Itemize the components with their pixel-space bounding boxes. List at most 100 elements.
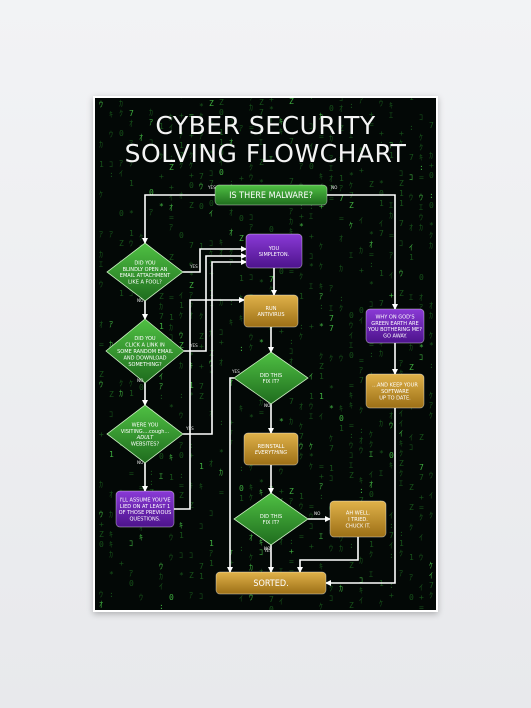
rain-glyph: ｴ	[329, 164, 333, 173]
rain-glyph: +	[99, 430, 104, 439]
rain-glyph: ｹ	[249, 98, 253, 102]
rain-glyph: ｹ	[249, 493, 253, 502]
rain-glyph: *	[269, 105, 274, 114]
decision-diamond	[106, 404, 184, 464]
node-text-line: LIED ON AT LEAST 1	[120, 504, 170, 510]
rain-glyph: ｷ	[279, 117, 283, 126]
rain-glyph: *	[319, 322, 324, 331]
rain-glyph: ｴ	[159, 472, 163, 481]
rain-glyph: ｳ	[299, 442, 303, 451]
rain-glyph: 0	[309, 162, 314, 171]
rain-glyph: =	[259, 408, 264, 417]
rain-glyph: ｹ	[419, 133, 423, 142]
rain-glyph: +	[359, 166, 364, 175]
rain-glyph: 0	[239, 484, 244, 493]
rain-glyph: ｸ	[119, 109, 123, 118]
rain-glyph: 7	[199, 172, 204, 181]
rain-glyph: ｴ	[349, 131, 353, 140]
edge-label-no: NO	[137, 378, 144, 384]
rain-glyph: =	[219, 488, 224, 497]
rain-glyph: :	[419, 163, 424, 172]
rain-glyph: +	[199, 362, 204, 371]
rain-glyph: Z	[179, 491, 184, 500]
node-text-line: OF THOSE PREVIOUS	[119, 510, 172, 516]
rain-glyph: ｵ	[329, 174, 333, 183]
rain-glyph: ｶ	[119, 389, 123, 398]
rain-glyph: ｺ	[229, 118, 233, 127]
rain-glyph: +	[99, 520, 104, 529]
rain-glyph: 0	[119, 209, 124, 218]
rain-glyph: ｹ	[329, 434, 333, 443]
rain-glyph: ｶ	[429, 311, 433, 320]
rain-glyph: ｷ	[279, 127, 283, 136]
rain-glyph: =	[189, 111, 194, 120]
flow-connectors	[142, 194, 398, 586]
rain-glyph: *	[219, 448, 224, 457]
rain-glyph: ｵ	[99, 600, 103, 609]
rain-glyph: 0	[129, 579, 134, 588]
rain-glyph: ｳ	[109, 130, 113, 139]
node-text-line: GREEN EARTH ARE	[371, 321, 418, 327]
rain-glyph: :	[369, 260, 374, 269]
rain-glyph: ｹ	[349, 181, 353, 190]
rain-glyph: ｺ	[199, 592, 203, 601]
rain-glyph: Z	[409, 363, 414, 372]
rain-glyph: 1	[189, 381, 194, 390]
rain-glyph: ｺ	[109, 410, 113, 419]
rain-glyph: *	[169, 403, 174, 412]
rain-glyph: ｵ	[299, 402, 303, 411]
rain-glyph: 1	[159, 322, 164, 331]
rain-glyph: ｶ	[339, 584, 343, 593]
rain-glyph: ｲ	[399, 429, 403, 438]
rain-glyph: ｹ	[249, 343, 253, 352]
node-text-line: WEBSITES?	[131, 442, 160, 448]
rain-glyph: ｳ	[309, 512, 313, 521]
rain-glyph: Z	[379, 609, 384, 610]
rain-glyph: ｶ	[259, 398, 263, 407]
rain-glyph: ｱ	[149, 118, 153, 127]
rain-glyph: :	[219, 418, 224, 427]
rain-glyph: ｳ	[209, 359, 213, 368]
rain-glyph: Z	[239, 234, 244, 243]
rain-glyph: Z	[189, 571, 194, 580]
decision-diamond	[233, 492, 309, 546]
rain-glyph: ｲ	[219, 158, 223, 167]
node-text-line: CLICK A LINK IN	[125, 343, 165, 349]
rain-glyph: ｳ	[329, 544, 333, 553]
rain-glyph: ｵ	[339, 234, 343, 243]
rain-glyph: ｸ	[299, 272, 303, 281]
rain-glyph: Z	[349, 201, 354, 210]
rain-glyph: :	[169, 153, 174, 162]
rain-glyph: :	[149, 478, 154, 487]
rain-glyph: 7	[129, 109, 134, 118]
rain-glyph: ｹ	[179, 311, 183, 320]
connector-arrow	[297, 537, 359, 573]
rain-glyph: ｱ	[429, 401, 433, 410]
rain-glyph: ｲ	[319, 412, 323, 421]
rain-glyph: +	[119, 559, 124, 568]
rain-glyph: :	[359, 486, 364, 495]
rain-glyph: ｶ	[339, 544, 343, 553]
rain-glyph: 7	[339, 194, 344, 203]
edge-label-yes: YES	[208, 185, 216, 191]
rain-glyph: ｲ	[359, 216, 363, 225]
node-text-line: FIX IT?	[263, 520, 280, 526]
connector-arrow	[142, 194, 216, 244]
rain-glyph: Z	[159, 292, 164, 301]
rain-glyph: *	[329, 404, 334, 413]
rain-glyph: Z	[369, 180, 374, 189]
rain-glyph: *	[379, 179, 384, 188]
rain-glyph: +	[299, 212, 304, 221]
rain-glyph: Z	[169, 163, 174, 172]
rain-glyph: =	[329, 194, 334, 203]
rain-glyph: ｵ	[139, 133, 143, 142]
rain-glyph: =	[419, 173, 424, 182]
rain-glyph: ｶ	[429, 151, 433, 160]
edge-label-no: NO	[137, 460, 144, 466]
rain-glyph: ｸ	[399, 469, 403, 478]
rain-glyph: ｹ	[349, 221, 353, 230]
rain-glyph: ｳ	[379, 99, 383, 108]
rain-glyph: 1	[339, 174, 344, 183]
